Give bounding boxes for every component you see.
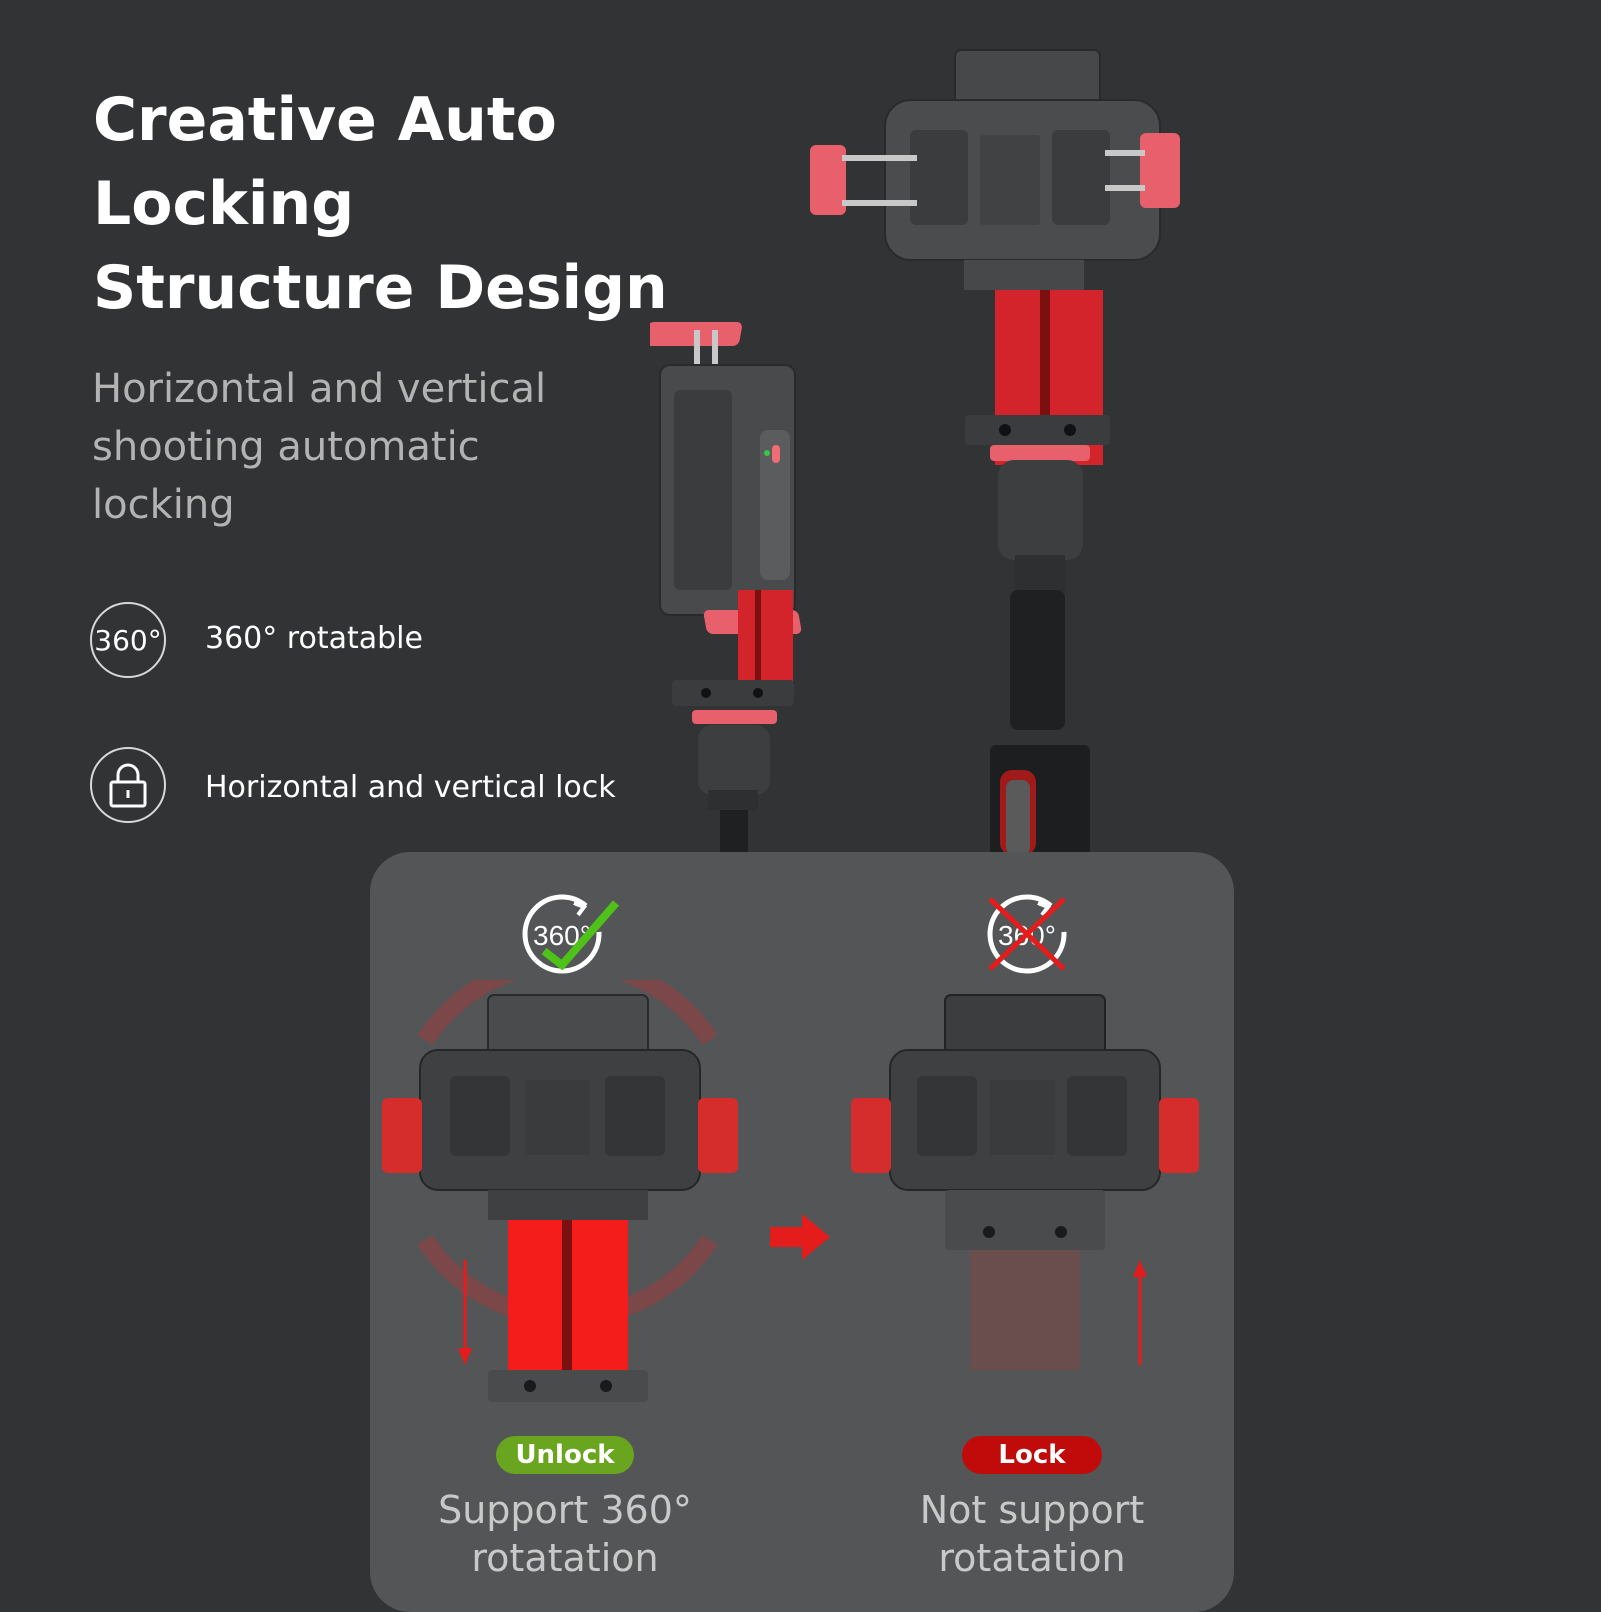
status-badge-lock-text: Lock (998, 1440, 1066, 1470)
rotate-360-icon: 360° (90, 602, 166, 678)
rotate-360-crossed-icon: 360° (987, 894, 1067, 974)
padlock-glyph (109, 763, 147, 808)
page-subtitle: Horizontal and vertical shooting automat… (92, 360, 612, 534)
caption-line: rotatation (938, 1536, 1126, 1580)
arrow-right-icon (770, 1214, 830, 1260)
subtitle-line: locking (92, 482, 235, 528)
caption-line: rotatation (471, 1536, 659, 1580)
feature-label-rotatable: 360° rotatable (205, 621, 423, 656)
gimbal-unlocked-illustration (382, 980, 738, 1402)
page-title: Creative Auto Locking Structure Design (93, 78, 668, 330)
subtitle-line: shooting automatic (92, 424, 480, 470)
status-badge-unlock: Unlock (496, 1436, 634, 1474)
caption-line: Not support (919, 1488, 1145, 1532)
feature-label-lock: Horizontal and vertical lock (205, 770, 616, 805)
product-image-horizontal (810, 49, 1180, 855)
subtitle-line: Horizontal and vertical (92, 366, 547, 412)
product-image-vertical (650, 322, 802, 855)
rotate-360-check-icon: 360° (522, 894, 620, 974)
status-badge-unlock-text: Unlock (515, 1440, 615, 1470)
page-title-line: Structure Design (93, 253, 668, 323)
padlock-icon (90, 747, 166, 823)
caption-line: Support 360° (438, 1488, 692, 1532)
page-title-line: Locking (93, 169, 355, 239)
status-badge-lock: Lock (962, 1436, 1102, 1474)
gimbal-locked-illustration (851, 994, 1199, 1370)
caption-unlock: Support 360° rotatation (385, 1486, 745, 1582)
caption-lock: Not support rotatation (852, 1486, 1212, 1582)
page-title-line: Creative Auto (93, 85, 557, 155)
